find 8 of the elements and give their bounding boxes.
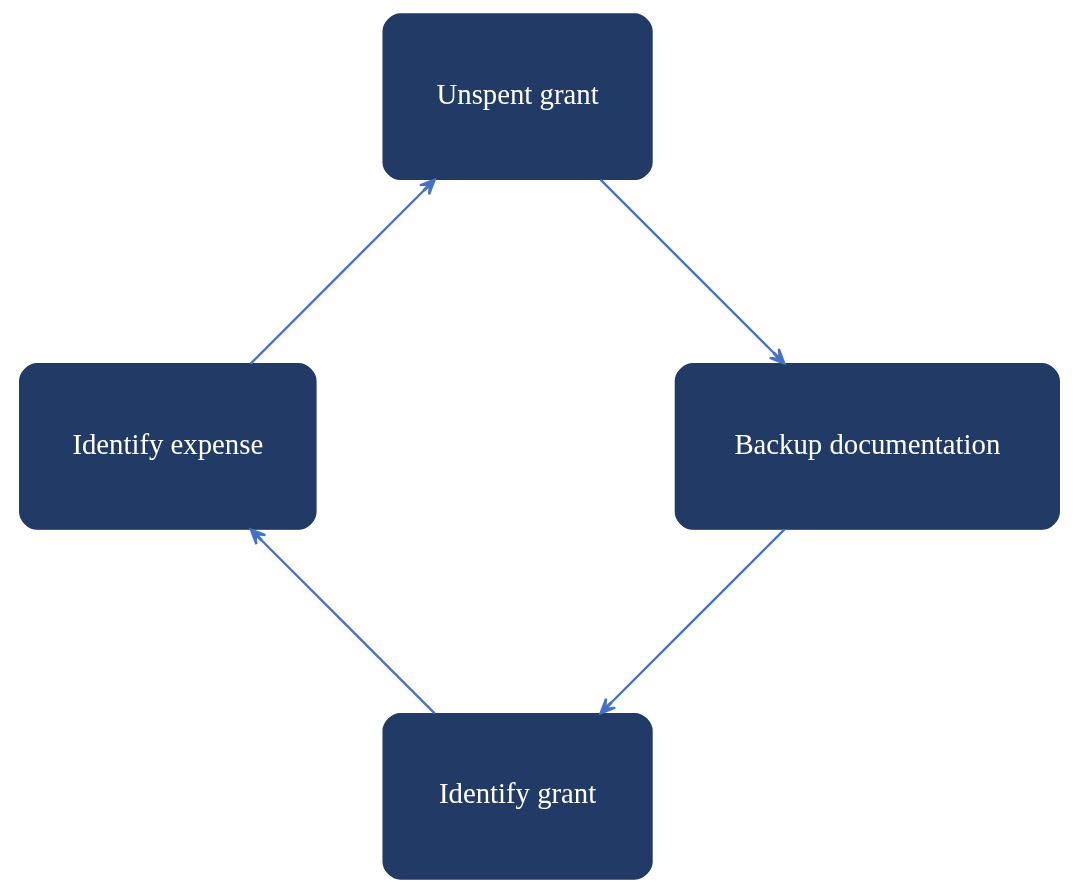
node-box: Backup documentation — [674, 363, 1060, 530]
arrow — [249, 528, 436, 715]
node-box: Identify grant — [382, 712, 653, 880]
arrow — [249, 178, 436, 365]
node-box: Unspent grant — [382, 13, 653, 181]
arrow — [599, 178, 786, 365]
node-box: Identify expense — [19, 363, 317, 530]
arrow — [599, 528, 786, 715]
